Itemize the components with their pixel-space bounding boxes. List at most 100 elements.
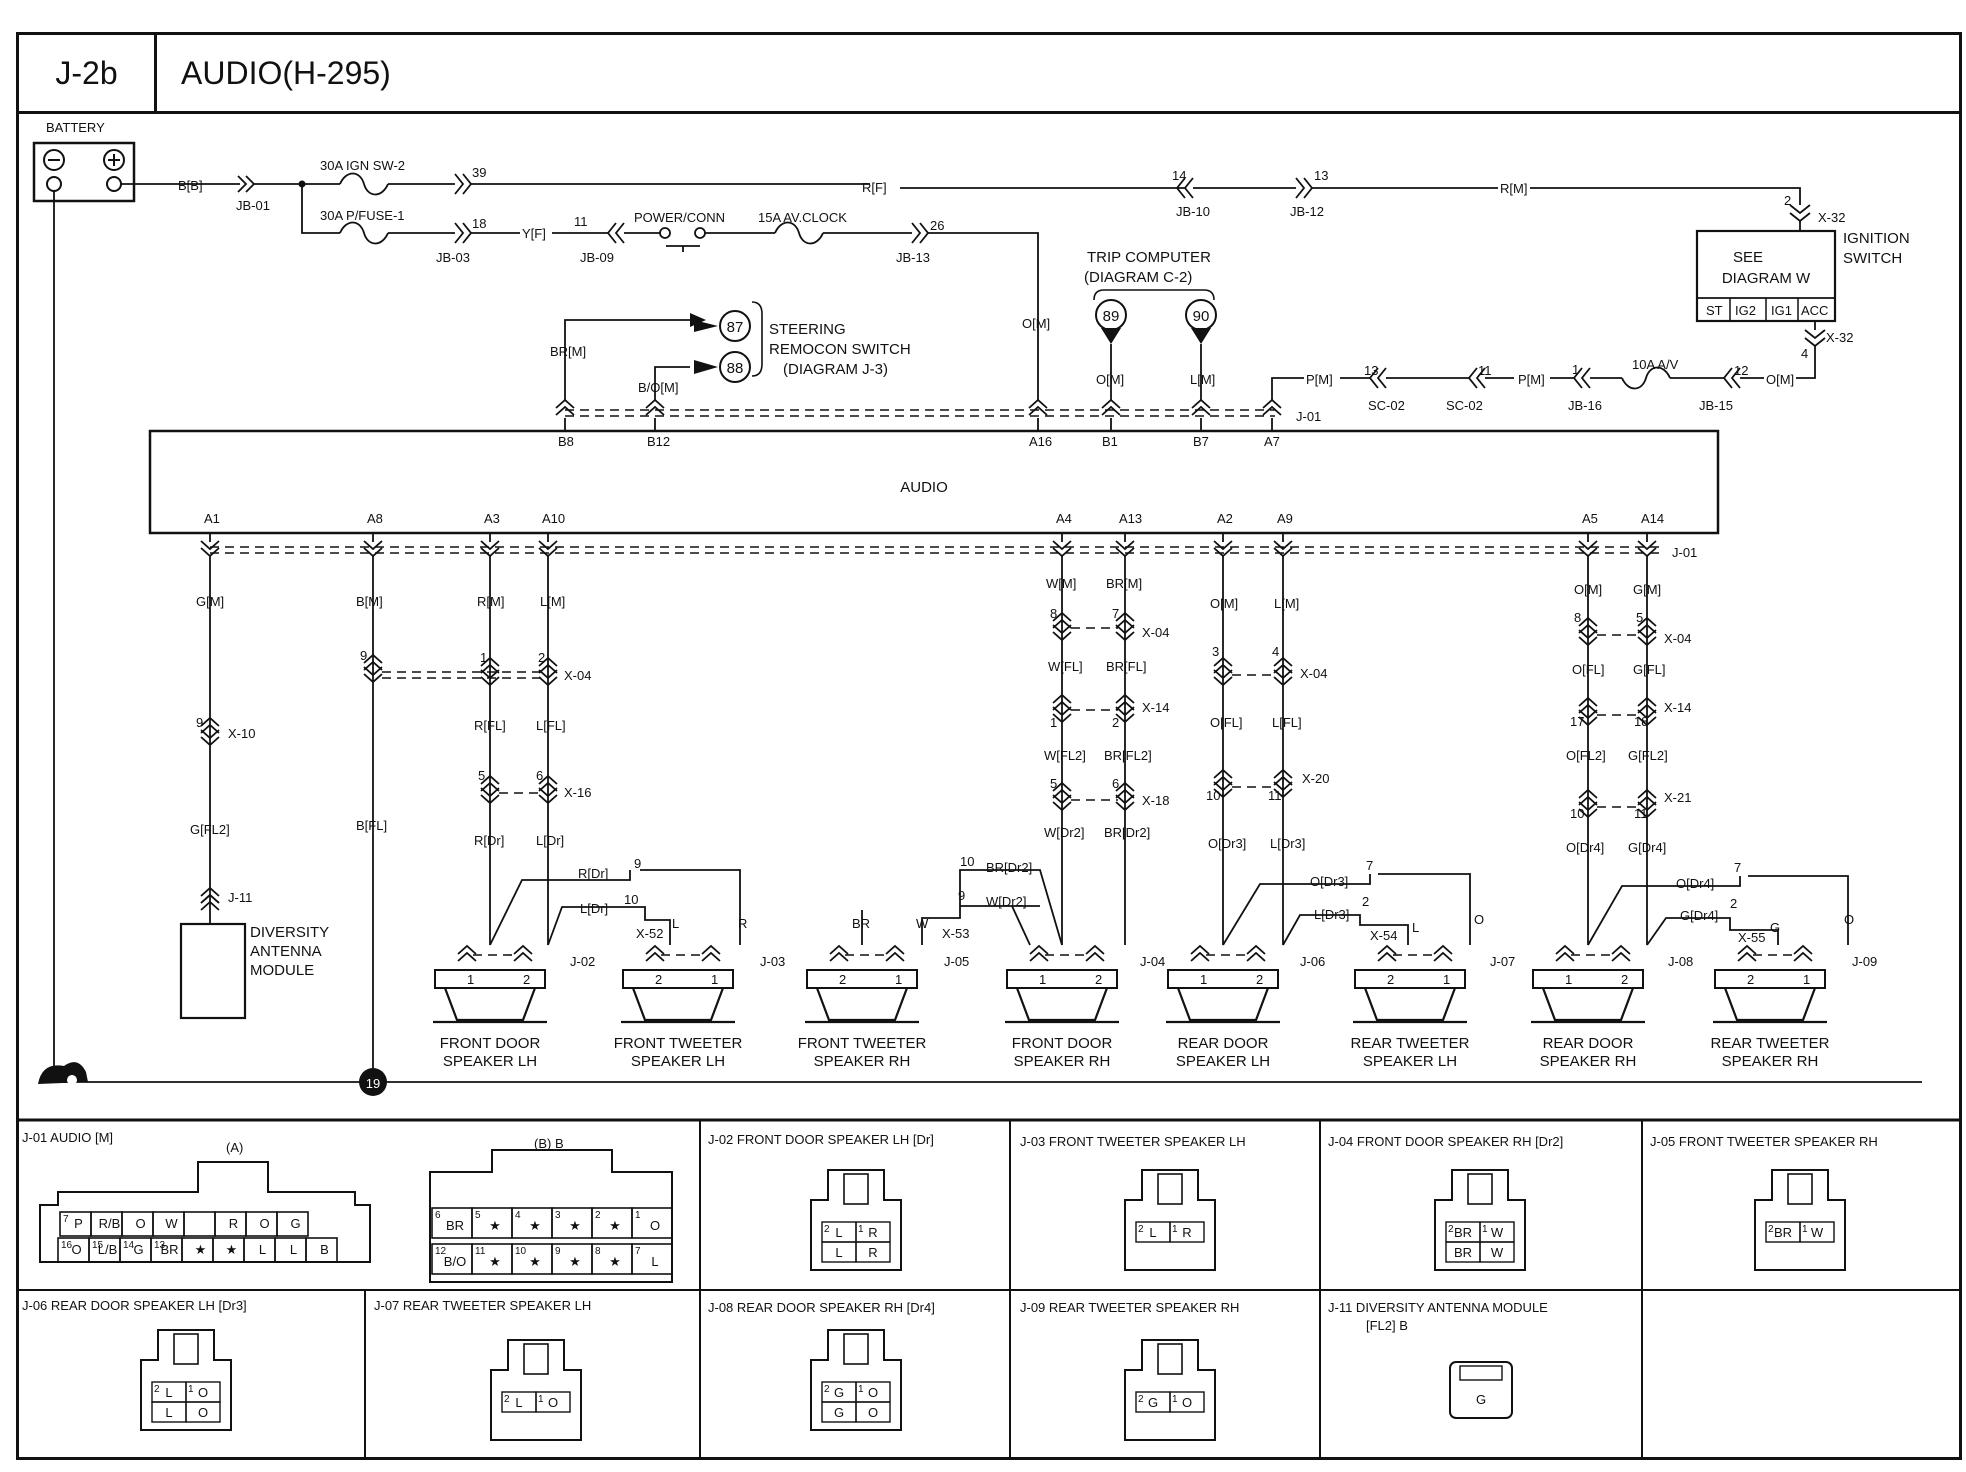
fuse-p: [339, 221, 389, 245]
pin-10b: 10: [1570, 806, 1584, 821]
wire-label-gfl2: G[FL2]: [190, 822, 230, 837]
connector-x04-3: [1213, 656, 1233, 674]
legend-j02-title: J-02 FRONT DOOR SPEAKER LH [Dr]: [708, 1132, 934, 1147]
legend-j11-title: J-11 DIVERSITY ANTENNA MODULE: [1328, 1300, 1548, 1315]
speaker-pin-a: 2: [1387, 972, 1394, 987]
speaker-name-1: FRONT DOOR: [1012, 1035, 1113, 1052]
tweeter-rrh-o: O: [1844, 912, 1854, 927]
tweeter-lh-pin-9: 9: [634, 856, 641, 871]
speaker-conn-label: J-03: [760, 954, 785, 969]
connector-cell-num: 4: [515, 1210, 521, 1221]
connector-x04-5: [1637, 616, 1657, 634]
audio-bottom-pin-label: A14: [1641, 511, 1664, 526]
connector-x04-5: [1637, 629, 1657, 647]
steering-ref-88: [719, 351, 751, 383]
connector-x20-11: [1273, 768, 1293, 786]
speaker-conn-label: J-06: [1300, 954, 1325, 969]
pin-6: 6: [536, 768, 543, 783]
x14-label: X-14: [1142, 700, 1169, 715]
connector-cell-label: L: [259, 1242, 266, 1257]
wire-label-lfl: L[FL]: [536, 718, 566, 733]
x18-label: X-18: [1142, 793, 1169, 808]
speaker-pin-chevron: [1246, 944, 1266, 962]
connector-cell-label: L: [1149, 1225, 1156, 1240]
connector-x04-1: [480, 656, 500, 674]
speaker-pin-chevron: [701, 944, 721, 962]
connector-cell-num: 2: [504, 1394, 510, 1405]
tweeter-rlh-l: L: [1412, 920, 1419, 935]
connector-cell: [183, 1211, 216, 1237]
connector-cell-num: 1: [1172, 1394, 1178, 1405]
connector-cell-label: G: [290, 1216, 300, 1231]
pin-5: 5: [478, 768, 485, 783]
pin-4: 4: [1801, 346, 1808, 361]
connector-x14-18: [1637, 696, 1657, 714]
wire-label-bb: B[B]: [178, 178, 203, 193]
speaker-pin-chevron: [1737, 944, 1757, 962]
connector-cell-num: 2: [154, 1384, 160, 1395]
audio-pin-b8: B8: [558, 434, 574, 449]
pin-11b: 11: [1634, 806, 1648, 821]
connector-cell-label: W: [1811, 1225, 1824, 1240]
jb16-label: JB-16: [1568, 398, 1602, 413]
connector-x10: [200, 716, 220, 734]
connector-x04-7: [1115, 611, 1135, 629]
connector-cell-num: 7: [63, 1214, 69, 1225]
connector-j07-latch: [523, 1343, 549, 1375]
connector-cell-label: O: [650, 1218, 660, 1233]
wire-label-wm: W[M]: [1046, 576, 1076, 591]
connector-cell-label: L: [290, 1242, 297, 1257]
tweeter-rrh-pin-7: 7: [1734, 860, 1741, 875]
tweeter-link: [1748, 875, 1849, 945]
wire-label-yf: Y[F]: [522, 226, 546, 241]
steering-title: STEERING: [769, 321, 846, 338]
wire-label-ldr3: L[Dr3]: [1270, 836, 1305, 851]
wire-label-rfl: R[FL]: [474, 718, 506, 733]
connector-x10: [200, 729, 220, 747]
connector-x04-a8: [363, 653, 383, 671]
wire-label-brfl2: BR[FL2]: [1104, 748, 1152, 763]
speaker-pin-b: 1: [1803, 972, 1810, 987]
connector-cell-num: 1: [188, 1384, 194, 1395]
trip-wire-lm: L[M]: [1190, 372, 1215, 387]
pin-5b: 5: [1050, 776, 1057, 791]
x04-label-2: X-04: [1142, 625, 1169, 640]
wire-label-wfl2: W[FL2]: [1044, 748, 1086, 763]
connector-cell-num: 1: [1172, 1224, 1178, 1235]
connector-cell-label: ★: [569, 1218, 581, 1233]
connector-x21-11: [1637, 801, 1657, 819]
wire-label-gm: G[M]: [196, 594, 224, 609]
steering-ref-87: [719, 310, 751, 342]
pin-5c: 5: [1636, 610, 1643, 625]
connector-x04-8b: [1578, 616, 1598, 634]
audio-top-pin-2: [645, 398, 665, 416]
speaker-pin-b: 2: [1095, 972, 1102, 987]
speaker-name-1: REAR TWEETER: [1351, 1035, 1470, 1052]
tweeter-link: [1587, 876, 1741, 946]
connector-cell: [535, 1391, 571, 1413]
connector-chevron: [200, 893, 220, 911]
connector-x18-6: [1115, 794, 1135, 812]
connector-j01-a-housing: [39, 1161, 371, 1263]
x55-label: X-55: [1738, 930, 1765, 945]
audio-bottom-pin-label: A13: [1119, 511, 1142, 526]
connector-cell-num: 12: [435, 1246, 447, 1257]
connector-x16-5: [480, 774, 500, 792]
connector-cell-num: 2: [1138, 1394, 1144, 1405]
ign-term-acc: ACC: [1801, 303, 1828, 318]
connector-cell-num: 8: [595, 1246, 601, 1257]
connector-cell-label: L: [165, 1405, 172, 1420]
speaker-cone-3: [815, 987, 909, 1022]
pin-13: 13: [1314, 168, 1328, 183]
wire-label-gm-a14: G[M]: [1633, 582, 1661, 597]
x20-label: X-20: [1302, 771, 1329, 786]
legend-j08-title: J-08 REAR DOOR SPEAKER RH [Dr4]: [708, 1300, 935, 1315]
connector-cell-label: G: [1148, 1395, 1158, 1410]
connector-x20-11: [1273, 781, 1293, 799]
speaker-pin-a: 2: [1747, 972, 1754, 987]
connector-cell-label: BR: [1774, 1225, 1792, 1240]
